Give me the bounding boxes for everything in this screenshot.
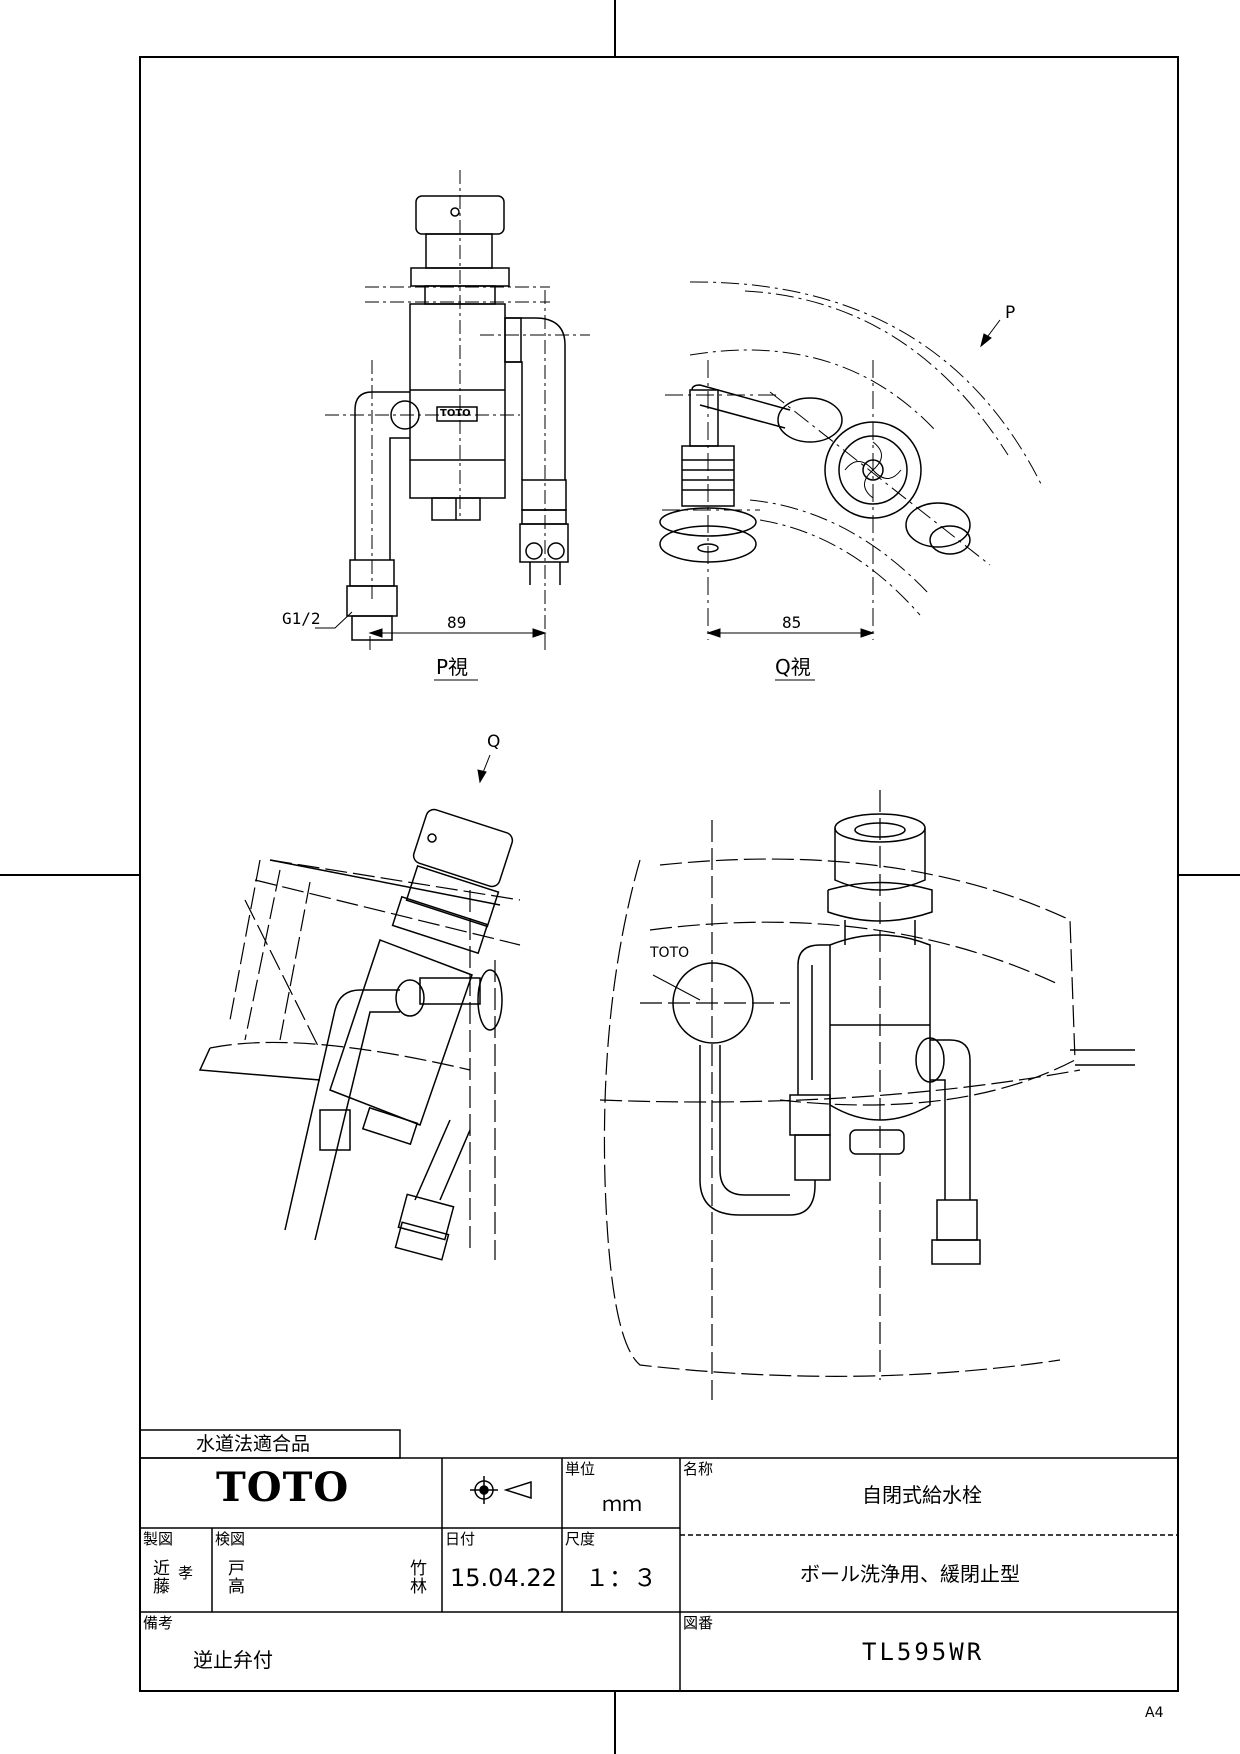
brand-logo: TOTO — [216, 1464, 350, 1511]
dimension-q: 85 — [782, 613, 802, 632]
remarks-label: 備考 — [143, 1614, 174, 1632]
drafter-name-sub: 孝 — [178, 1564, 194, 1582]
drawing-no-label: 図番 — [683, 1614, 714, 1632]
projection-symbol — [470, 1476, 532, 1504]
p-arrow-label: P — [1005, 303, 1016, 323]
checker-name-b: 竹林 — [410, 1559, 427, 1597]
product-name: 自閉式給水栓 — [862, 1483, 982, 1507]
p-view-label: P視 — [436, 655, 469, 679]
date-label: 日付 — [445, 1530, 476, 1548]
brand-disk-label: TOTO — [650, 945, 690, 961]
checker-label: 検図 — [215, 1530, 246, 1548]
scale-label: 尺度 — [565, 1530, 596, 1548]
q-arrow-label: Q — [487, 732, 501, 752]
brand-disk — [672, 962, 754, 1044]
sheet-size: A4 — [1145, 1705, 1164, 1721]
product-subtitle: ボール洗浄用、緩閉止型 — [800, 1562, 1020, 1586]
compliance-label: 水道法適合品 — [196, 1433, 311, 1455]
thread-size-label: G1/2 — [282, 609, 321, 628]
p-view-drawing — [315, 170, 590, 681]
checker-name-a: 戸高 — [228, 1559, 245, 1597]
iso-right-drawing — [599, 790, 1135, 1400]
remarks-value: 逆止弁付 — [193, 1648, 273, 1672]
q-view-label: Q視 — [775, 655, 811, 679]
q-view-drawing — [477, 281, 1043, 784]
unit-value: ｍｍ — [602, 1492, 642, 1516]
unit-label: 単位 — [565, 1460, 596, 1478]
scale-value: １：３ — [585, 1564, 657, 1592]
drafter-name: 近藤 — [153, 1559, 170, 1597]
body-brand-mark: TOTO — [440, 408, 471, 419]
body-brand-plate — [436, 406, 478, 422]
name-label: 名称 — [683, 1460, 714, 1478]
date-value: 15.04.22 — [450, 1564, 557, 1592]
drawing-number: TL595WR — [862, 1638, 985, 1666]
dimension-p: 89 — [447, 613, 467, 632]
drafter-label: 製図 — [143, 1530, 174, 1548]
iso-left-drawing — [198, 808, 521, 1261]
